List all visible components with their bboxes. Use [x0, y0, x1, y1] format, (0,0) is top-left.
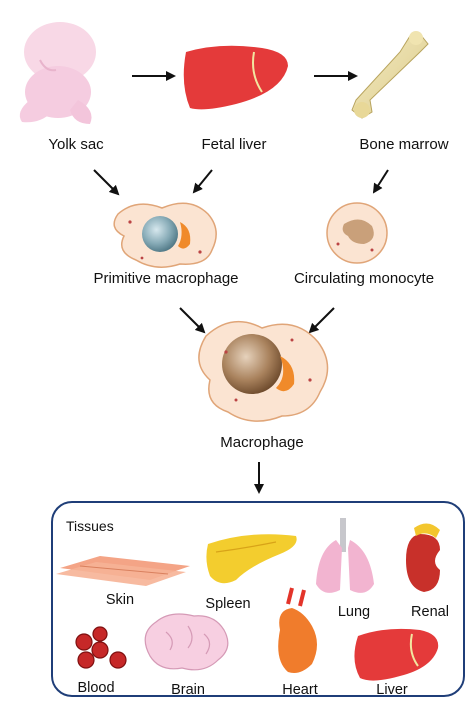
- primitive-macrophage-label: Primitive macrophage: [93, 270, 238, 287]
- macrophage-cell-icon: [199, 322, 328, 422]
- fetal-liver-icon: [184, 46, 288, 110]
- yolk-sac-label: Yolk sac: [48, 136, 103, 153]
- circulating-monocyte-label: Circulating monocyte: [294, 270, 434, 287]
- tissue-label-renal: Renal: [411, 604, 449, 620]
- tissue-label-brain: Brain: [171, 682, 205, 698]
- tissue-label-lung: Lung: [338, 604, 370, 620]
- bone-icon: [352, 31, 428, 118]
- brain-icon: [145, 614, 228, 670]
- circulating-monocyte-cell-icon: [327, 203, 387, 263]
- arrow-monocyte-to-macrophage: [310, 308, 334, 332]
- tissue-label-liver: Liver: [376, 682, 407, 698]
- tissue-label-heart: Heart: [282, 682, 317, 698]
- macrophage-label: Macrophage: [220, 434, 303, 451]
- tissue-label-skin: Skin: [106, 592, 134, 608]
- tissue-label-blood: Blood: [77, 680, 114, 696]
- tissue-label-spleen: Spleen: [205, 596, 250, 612]
- tissues-title: Tissues: [66, 518, 114, 534]
- arrow-yolk-to-primitive: [94, 170, 118, 194]
- embryo-icon: [20, 22, 96, 124]
- arrow-primitive-to-macrophage: [180, 308, 204, 332]
- bone-marrow-label: Bone marrow: [359, 136, 448, 153]
- arrow-liver-to-primitive: [194, 170, 212, 192]
- primitive-macrophage-cell-icon: [114, 203, 216, 267]
- arrow-bone-to-monocyte: [374, 170, 388, 192]
- fetal-liver-label: Fetal liver: [201, 136, 266, 153]
